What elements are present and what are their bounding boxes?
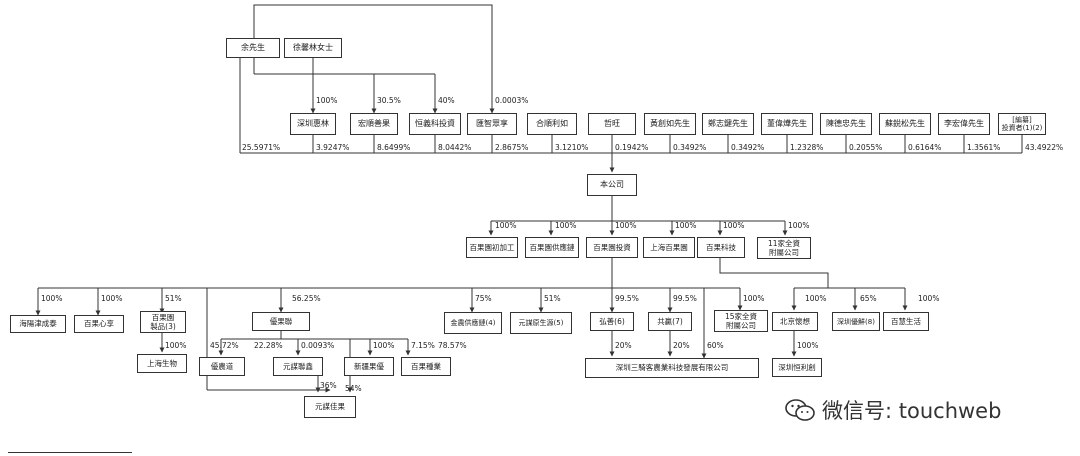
pct-yuanmou-lian: 0.0093% [301, 341, 335, 350]
node-haiyang: 海陽津成泰 [10, 315, 66, 333]
node-heshun: 合順利如 [527, 113, 577, 135]
node-yu: 余先生 [226, 38, 280, 58]
node-dong: 董偉燁先生 [761, 113, 813, 135]
pct-nongdao-2: 22.28% [254, 341, 283, 350]
node-chen: 陳德忠先生 [820, 113, 872, 135]
node-youguolian: 優果聯 [252, 312, 310, 331]
share-hongshun: 8.6499% [377, 143, 411, 152]
node-yuanmou-jia: 元謀佳果 [304, 396, 356, 418]
pct-jinnong: 75% [475, 294, 492, 303]
node-sz-huilin: 深圳惠林 [290, 113, 336, 135]
pct-baihui: 100% [918, 294, 940, 303]
node-yuanmou-yuan: 元謀原生源(5) [510, 312, 572, 334]
pct-hongshun: 30.5% [377, 96, 401, 105]
pct-jiagong: 100% [495, 221, 517, 230]
node-keji: 百果科技 [697, 237, 745, 258]
node-youxian: 深圳優鮮(8) [832, 312, 880, 331]
pct-hongshan-sanqi: 20% [615, 341, 632, 350]
node-li: 李宏偉先生 [938, 113, 990, 135]
node-zhipin: 百果園 製品(3) [140, 311, 186, 333]
pct-huilin: 100% [316, 96, 338, 105]
node-hongshan: 弘善(6) [590, 312, 634, 331]
share-su: 0.6164% [908, 143, 942, 152]
node-henglichuang: 深圳恒利創 [772, 358, 822, 377]
node-su: 蘇鋭松先生 [879, 113, 931, 135]
pct-sub11: 100% [788, 221, 810, 230]
node-touzi: 百果園投資 [586, 237, 638, 258]
node-zhongye: 百果種業 [401, 357, 451, 376]
pct-youxian: 65% [860, 294, 877, 303]
node-zheng: 鄭志鍵先生 [702, 113, 754, 135]
share-huang: 0.3492% [673, 143, 707, 152]
share-dong: 1.2328% [790, 143, 824, 152]
node-company: 本公司 [587, 174, 637, 196]
pct-youguolian: 56.25% [292, 294, 321, 303]
node-yuanmou-lian: 元謀聯鑫 [273, 357, 323, 376]
share-li: 1.3561% [967, 143, 1001, 152]
node-sub15: 15家全資 附屬公司 [714, 310, 768, 332]
pct-zhongye: 7.15% [411, 341, 435, 350]
node-jiagong: 百果園初加工 [466, 237, 518, 258]
pct-jia-1: 36% [320, 381, 337, 390]
wechat-icon [785, 399, 815, 421]
pct-jia-2: 54% [345, 384, 362, 393]
node-shanghai: 上海百果園 [643, 237, 695, 258]
share-zhewang: 0.1942% [615, 143, 649, 152]
node-zhewang: 哲旺 [588, 113, 636, 135]
node-hengyi: 恒義科投資 [409, 113, 461, 135]
pct-shanghai: 100% [675, 221, 697, 230]
node-baihui: 百慧生活 [883, 312, 929, 331]
node-xinxiang: 百果心享 [74, 315, 124, 333]
pct-yuanmou-yuan: 51% [544, 294, 561, 303]
node-beijing: 北京懷想 [772, 312, 818, 331]
pct-nongdao: 45.72% [210, 341, 239, 350]
node-gongxiang: 共贏(7) [648, 312, 692, 331]
pct-sub15: 100% [743, 294, 765, 303]
share-hengyi: 8.0442% [438, 143, 472, 152]
pct-henglichuang: 100% [797, 341, 819, 350]
pct-zhipin: 51% [165, 294, 182, 303]
pct-haiyang: 100% [41, 294, 63, 303]
node-shengwu: 上海生物 [137, 354, 187, 373]
node-gongying: 百果園供應鏈 [525, 237, 579, 258]
pct-xinjiang: 100% [373, 341, 395, 350]
wechat-watermark: 微信号: touchweb [784, 395, 1054, 425]
pct-keji: 100% [723, 221, 745, 230]
pct-gongxiang: 99.5% [673, 294, 697, 303]
pct-gongying: 100% [555, 221, 577, 230]
share-huilin: 3.9247% [316, 143, 350, 152]
node-xinjiang: 新疆果優 [344, 357, 394, 376]
node-ipo-investors: [編纂] 投資者(1)(2) [998, 113, 1046, 135]
pct-touzi-sanqi: 60% [707, 341, 724, 350]
share-huizhi: 2.8675% [495, 143, 529, 152]
share-chen: 0.2055% [849, 143, 883, 152]
node-sanqi: 深圳三騎客農業科技發展有限公司 [585, 358, 759, 378]
pct-xinxiang: 100% [101, 294, 123, 303]
node-hongshun: 宏順善果 [350, 113, 398, 135]
pct-hengyi: 40% [438, 96, 455, 105]
pct-gongxiang-sanqi: 20% [673, 341, 690, 350]
watermark-text: 微信号: touchweb [822, 399, 1002, 423]
node-huizhi: 匯智眾享 [467, 113, 517, 135]
pct-beijing: 100% [805, 294, 827, 303]
share-yu: 25.5971% [242, 143, 281, 152]
node-jinnong: 金農供應鏈(4) [444, 312, 502, 334]
footnote-divider [8, 452, 132, 453]
share-zheng: 0.3492% [731, 143, 765, 152]
pct-huizhi: 0.0003% [495, 96, 529, 105]
pct-zhongye-2: 78.57% [438, 341, 467, 350]
pct-shengwu: 100% [165, 341, 187, 350]
pct-touzi: 100% [615, 221, 637, 230]
node-sub11: 11家全資 附屬公司 [757, 237, 811, 259]
node-xu: 徐馨林女士 [284, 38, 342, 58]
node-huang: 黃創如先生 [644, 113, 696, 135]
pct-hongshan: 99.5% [615, 294, 639, 303]
share-ipo: 43.4922% [1025, 143, 1064, 152]
share-heshun: 3.1210% [555, 143, 589, 152]
node-nongdao: 優農道 [199, 357, 245, 376]
